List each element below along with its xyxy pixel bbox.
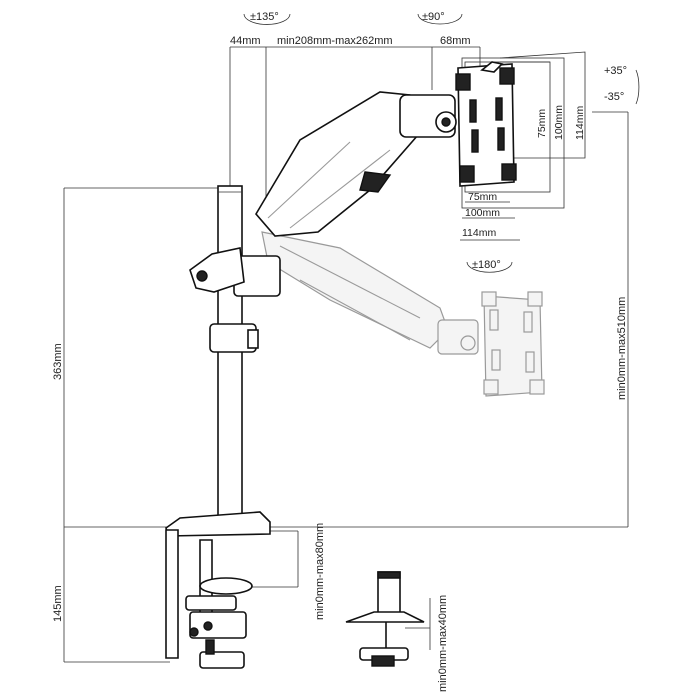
pole-height-label: 363mm (52, 343, 64, 380)
vesa-plate-h-label: 114mm (462, 227, 496, 239)
labels: ±135° ±90° ±180° +35° -35° 44mm min208mm… (52, 11, 628, 692)
vesa-plate (455, 61, 517, 187)
tilt-top-label: ±90° (422, 11, 445, 23)
vesa-inner-v-label: 75mm (536, 109, 548, 138)
vesa-dimension-frame (460, 51, 586, 241)
main-arm (255, 91, 457, 237)
pole-offset-label: 44mm (230, 35, 261, 47)
vesa-outer-v-label: 100mm (553, 105, 565, 140)
vesa-outer-h-label: 100mm (465, 207, 500, 219)
vesa-plate-v-label: 114mm (574, 106, 586, 140)
lowered-arm-ghost (261, 231, 545, 397)
head-depth-label: 68mm (440, 35, 471, 47)
tilt-down-label: -35° (604, 91, 624, 103)
grommet-detail (345, 571, 425, 667)
height-adjust-label: min0mm-max510mm (616, 297, 628, 400)
tilt-up-label: +35° (604, 65, 627, 77)
vesa-inner-h-label: 75mm (468, 191, 497, 203)
rotate-screen-label: ±180° (472, 259, 501, 271)
arm-rotation-label: ±135° (250, 11, 279, 23)
rotation-arrows (243, 13, 640, 273)
pole-assembly (165, 185, 281, 669)
clamp-range-label: min0mm-max80mm (314, 523, 326, 620)
clamp-height-label: 145mm (52, 585, 64, 622)
grommet-range-label: min0mm-max40mm (437, 595, 449, 692)
arm-extension-label: min208mm-max262mm (277, 35, 393, 47)
